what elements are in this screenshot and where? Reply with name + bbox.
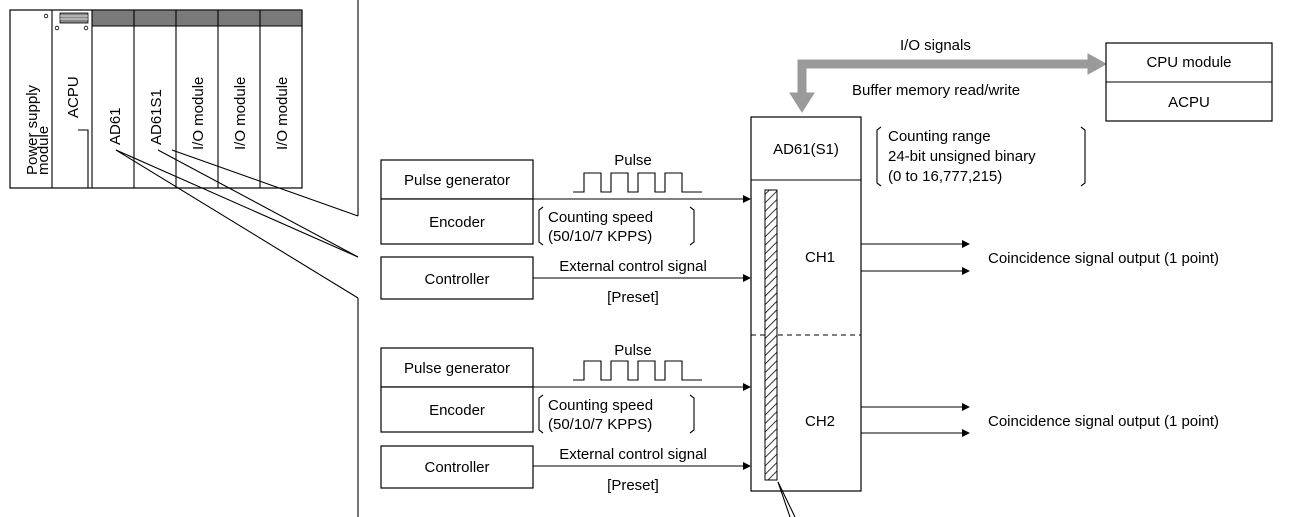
rack-slot-io-1: I/O module [190,77,207,150]
ch1-encoder: Encoder [429,214,485,231]
ch1-label: CH1 [805,249,835,266]
ch2-speed-title: Counting speed [548,397,653,414]
ch2-ext-signal: External control signal [559,446,707,463]
rack-slot-io-2: I/O module [232,77,249,150]
channel-2 [380,347,970,489]
ch2-encoder: Encoder [429,402,485,419]
ch2-controller-box [380,445,534,489]
acpu-vent-icon [54,12,89,31]
ch2-output: Coincidence signal output (1 point) [988,413,1219,430]
bus-buffer-label: Buffer memory read/write [852,82,1020,99]
ch2-pulse-generator-box [380,347,534,388]
ch2-speed-values: (50/10/7 KPPS) [548,416,652,433]
ad61-module-box [750,116,862,492]
acpu-bracket [78,129,89,188]
ch1-preset: [Preset] [607,289,659,306]
bus-io-label: I/O signals [900,37,971,54]
rack-slot-power-line1: Power supply [24,84,41,175]
ch2-controller: Controller [424,459,489,476]
module-name: AD61(S1) [773,141,839,158]
counter-hatch-bar [764,189,778,481]
ch2-pulse-generator: Pulse generator [404,360,510,377]
channel-1 [380,159,970,300]
ch1-speed-title: Counting speed [548,209,653,226]
ch1-speed-values: (50/10/7 KPPS) [548,228,652,245]
leader-line-2 [777,481,791,517]
rack-slot-ad61: AD61 [107,107,124,145]
leader-line [777,481,796,517]
ch2-encoder-box [380,386,534,433]
counting-range-values: (0 to 16,777,215) [888,168,1002,185]
ch1-pulse-generator-box [380,159,534,200]
counting-range-title: Counting range [888,128,991,145]
ch2-preset: [Preset] [607,477,659,494]
ch1-controller-box [380,256,534,300]
ch2-pulse-waveform-icon [573,360,702,381]
cpu-module-box [1105,42,1273,122]
ch1-pulse-label: Pulse [614,152,652,169]
ch1-output: Coincidence signal output (1 point) [988,250,1219,267]
rack-slot-io-3: I/O module [274,77,291,150]
ch2-label: CH2 [805,413,835,430]
bus-arrow [789,53,1108,113]
ch1-controller: Controller [424,271,489,288]
counting-range-type: 24-bit unsigned binary [888,148,1036,165]
ch2-pulse-label: Pulse [614,342,652,359]
ch1-ext-signal: External control signal [559,258,707,275]
power-led-icon [43,13,49,19]
counting-range-bracket [876,126,1086,187]
ch1-pulse-waveform-icon [573,172,702,193]
zoom-lines [115,149,359,299]
plc-rack: Power supply module ACPU AD61 AD61S1 I/O… [9,9,303,189]
rack-slot-ad61s1: AD61S1 [148,89,165,145]
rack-slot-acpu: ACPU [65,76,82,118]
ch1-pulse-generator: Pulse generator [404,172,510,189]
ch1-encoder-box [380,198,534,245]
cpu-module-title: CPU module [1146,54,1231,71]
cpu-module-name: ACPU [1168,94,1210,111]
rack-slot-power-line2: module [35,126,52,175]
